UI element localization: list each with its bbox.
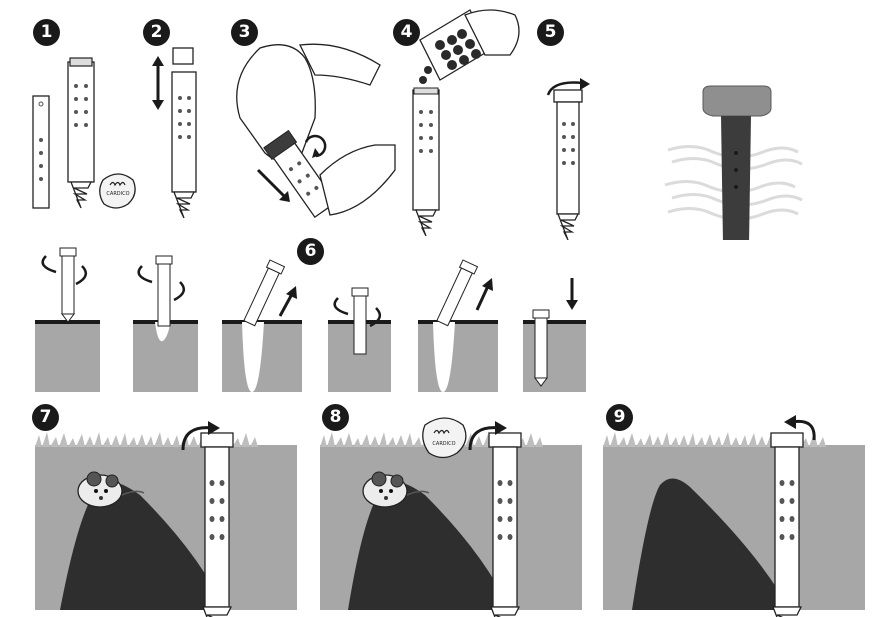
hand-pouring xyxy=(464,9,520,56)
capsule-brand-8: CARDICO xyxy=(432,441,455,447)
step-6-badge: 6 xyxy=(297,238,324,265)
product-photo xyxy=(664,85,803,240)
step-3-badge: 3 xyxy=(231,19,258,46)
step-4-badge: 4 xyxy=(393,19,420,46)
step-3-illustration xyxy=(236,43,396,219)
step-8-panel: CARDICO xyxy=(320,417,582,617)
capsule-8 xyxy=(422,417,467,459)
ground-panels xyxy=(35,320,586,392)
device-6c xyxy=(243,259,286,327)
step-8-badge: 8 xyxy=(322,404,349,431)
molehill-7 xyxy=(60,481,225,610)
step-9-badge: 9 xyxy=(606,404,633,431)
step-9-panel xyxy=(603,415,865,617)
bottom-steps-illustrations: CARDICO xyxy=(35,415,865,617)
top-steps-illustrations: CARDICO xyxy=(32,9,803,240)
device-6a xyxy=(41,247,88,323)
capsule-brand: CARDICO xyxy=(106,191,129,197)
product-cap xyxy=(702,85,772,117)
step-1-illustration: CARDICO xyxy=(32,57,136,209)
device-6f xyxy=(532,309,550,387)
step-5-illustration xyxy=(546,78,590,240)
device-body xyxy=(67,61,95,183)
wave-logo-icon xyxy=(109,181,126,187)
step-7-panel xyxy=(35,421,297,617)
device-6e xyxy=(436,259,479,327)
molehill-8 xyxy=(348,481,510,610)
step-1-badge: 1 xyxy=(33,19,60,46)
device-6b xyxy=(137,255,186,327)
removed-lid xyxy=(172,47,194,65)
step-4-illustration xyxy=(412,9,520,237)
wave-logo-icon xyxy=(433,429,450,435)
product-body xyxy=(721,116,751,240)
device-6d xyxy=(333,287,382,355)
step-2-badge: 2 xyxy=(143,19,170,46)
step-6-sequence xyxy=(35,247,586,392)
lid xyxy=(553,89,583,103)
step-2-illustration xyxy=(152,47,197,219)
hand-right xyxy=(319,144,396,216)
scent-capsule xyxy=(99,173,136,209)
molehill-9 xyxy=(632,478,790,610)
step-7-badge: 7 xyxy=(32,404,59,431)
step-5-badge: 5 xyxy=(537,19,564,46)
